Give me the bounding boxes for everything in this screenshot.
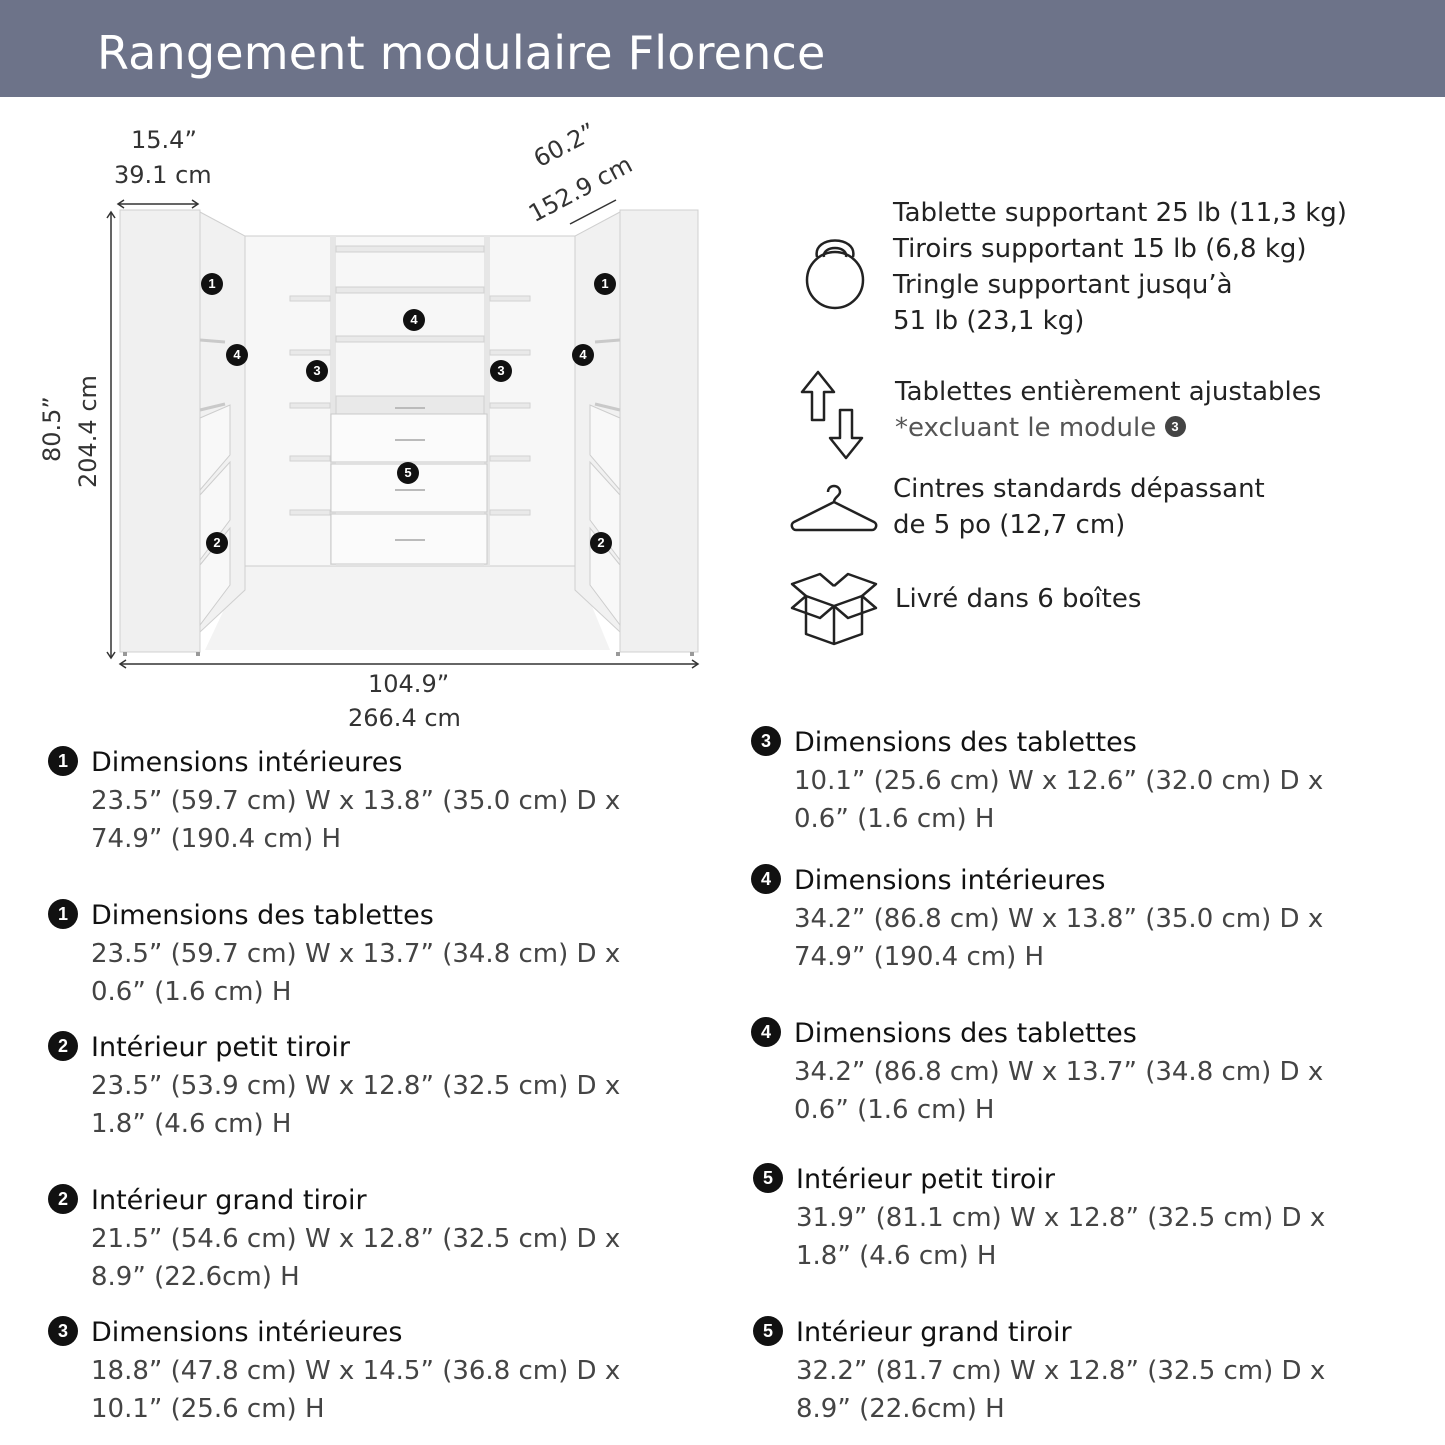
spec-value-line1: 34.2” (86.8 cm) W x 13.7” (34.8 cm) D x <box>794 1057 1324 1087</box>
spec-left-4: 2 Intérieur grand tiroir 21.5” (54.6 cm) … <box>48 1182 620 1296</box>
module-badge-4-center: 4 <box>403 309 425 331</box>
spec-title: Dimensions des tablettes <box>794 727 1137 758</box>
spec-number: 3 <box>48 1315 78 1346</box>
feature-hanger-line2: de 5 po (12,7 cm) <box>893 510 1126 540</box>
module-badge-1-left: 1 <box>201 273 223 295</box>
feature-hanger: Cintres standards dépassant de 5 po (12,… <box>893 471 1265 543</box>
dimension-lines <box>106 199 700 669</box>
feature-weight-line2: Tiroirs supportant 15 lb (6,8 kg) <box>893 234 1307 264</box>
module-badge-2-left: 2 <box>206 532 228 554</box>
feature-adjustable-line1: Tablettes entièrement ajustables <box>895 377 1322 407</box>
feature-adjustable-note-text: *excluant le module <box>895 413 1157 443</box>
spec-value-line2: 1.8” (4.6 cm) H <box>91 1109 292 1139</box>
spec-value-line2: 0.6” (1.6 cm) H <box>794 1095 995 1125</box>
feature-adjustable-note: *excluant le module 3 <box>895 410 1321 446</box>
width-inches: 104.9” <box>368 670 450 698</box>
feature-weight-line4: 51 lb (23,1 kg) <box>893 306 1085 336</box>
spec-title: Dimensions intérieures <box>91 1317 403 1348</box>
wardrobe-diagram <box>106 199 700 669</box>
depth-cm: 39.1 cm <box>114 161 212 189</box>
spec-title: Intérieur petit tiroir <box>796 1164 1056 1195</box>
spec-value-line2: 74.9” (190.4 cm) H <box>794 942 1045 972</box>
spec-number: 3 <box>751 725 781 756</box>
module-badge-5-center: 5 <box>397 462 419 484</box>
module-badge-4-left: 4 <box>226 344 248 366</box>
spec-value-line1: 23.5” (59.7 cm) W x 13.8” (35.0 cm) D x <box>91 786 621 816</box>
spec-right-4: 5 Intérieur petit tiroir 31.9” (81.1 cm) … <box>753 1161 1325 1275</box>
spec-value-line2: 8.9” (22.6cm) H <box>91 1262 300 1292</box>
feature-adjustable: Tablettes entièrement ajustables *exclua… <box>895 374 1321 446</box>
spec-value-line1: 34.2” (86.8 cm) W x 13.8” (35.0 cm) D x <box>794 904 1324 934</box>
feature-weight: Tablette supportant 25 lb (11,3 kg) Tiro… <box>893 195 1347 339</box>
spec-number: 4 <box>751 1016 781 1047</box>
module-badge-1-right: 1 <box>594 273 616 295</box>
module-badge-3-left: 3 <box>306 360 328 382</box>
spec-value-line1: 31.9” (81.1 cm) W x 12.8” (32.5 cm) D x <box>796 1203 1326 1233</box>
spec-title: Intérieur grand tiroir <box>91 1185 367 1216</box>
feature-boxes-line1: Livré dans 6 boîtes <box>895 584 1142 614</box>
spec-title: Dimensions intérieures <box>794 865 1106 896</box>
spec-title: Intérieur petit tiroir <box>91 1032 351 1063</box>
depth-inches: 15.4” <box>131 126 197 154</box>
spec-left-5: 3 Dimensions intérieures 18.8” (47.8 cm) … <box>48 1314 620 1428</box>
spec-value-line2: 10.1” (25.6 cm) H <box>91 1394 325 1424</box>
spec-right-2: 4 Dimensions intérieures 34.2” (86.8 cm) … <box>751 862 1323 976</box>
module-badge-2-right: 2 <box>590 532 612 554</box>
spec-number: 5 <box>753 1315 783 1346</box>
spec-value-line1: 10.1” (25.6 cm) W x 12.6” (32.0 cm) D x <box>794 766 1324 796</box>
box-icon <box>790 572 878 646</box>
spec-title: Dimensions des tablettes <box>794 1018 1137 1049</box>
spec-left-3: 2 Intérieur petit tiroir 23.5” (53.9 cm) … <box>48 1029 620 1143</box>
spec-number: 1 <box>48 898 78 929</box>
spec-right-3: 4 Dimensions des tablettes 34.2” (86.8 cm… <box>751 1015 1323 1129</box>
spec-value-line2: 1.8” (4.6 cm) H <box>796 1241 997 1271</box>
spec-number: 4 <box>751 863 781 894</box>
spec-right-1: 3 Dimensions des tablettes 10.1” (25.6 cm… <box>751 724 1323 838</box>
feature-boxes: Livré dans 6 boîtes <box>895 581 1141 617</box>
spec-right-5: 5 Intérieur grand tiroir 32.2” (81.7 cm) … <box>753 1314 1325 1428</box>
feature-adjustable-note-number: 3 <box>1164 416 1186 437</box>
feature-hanger-line1: Cintres standards dépassant <box>893 474 1265 504</box>
spec-left-2: 1 Dimensions des tablettes 23.5” (59.7 cm… <box>48 897 620 1011</box>
spec-value-line1: 23.5” (59.7 cm) W x 13.7” (34.8 cm) D x <box>91 939 621 969</box>
page-title: Rangement modulaire Florence <box>97 26 826 80</box>
module-badge-4-right: 4 <box>572 344 594 366</box>
spec-number: 2 <box>48 1030 78 1061</box>
spec-left-1: 1 Dimensions intérieures 23.5” (59.7 cm) … <box>48 744 620 858</box>
spec-value-line1: 18.8” (47.8 cm) W x 14.5” (36.8 cm) D x <box>91 1356 621 1386</box>
width-cm: 266.4 cm <box>348 704 461 732</box>
spec-value-line2: 8.9” (22.6cm) H <box>796 1394 1005 1424</box>
feature-weight-line1: Tablette supportant 25 lb (11,3 kg) <box>893 198 1347 228</box>
spec-value-line1: 23.5” (53.9 cm) W x 12.8” (32.5 cm) D x <box>91 1071 621 1101</box>
spec-title: Dimensions intérieures <box>91 747 403 778</box>
spec-title: Dimensions des tablettes <box>91 900 434 931</box>
module-badge-3-right: 3 <box>490 360 512 382</box>
header-bar: Rangement modulaire Florence <box>0 0 1445 97</box>
feature-weight-line3: Tringle supportant jusqu’à <box>893 270 1233 300</box>
spec-value-line2: 0.6” (1.6 cm) H <box>794 804 995 834</box>
spec-number: 1 <box>48 745 78 776</box>
height-cm: 204.4 cm <box>74 375 102 488</box>
spec-value-line2: 0.6” (1.6 cm) H <box>91 977 292 1007</box>
spec-number: 2 <box>48 1183 78 1214</box>
kettlebell-icon <box>805 239 865 310</box>
hanger-icon <box>790 484 878 532</box>
spec-value-line1: 21.5” (54.6 cm) W x 12.8” (32.5 cm) D x <box>91 1224 621 1254</box>
spec-value-line1: 32.2” (81.7 cm) W x 12.8” (32.5 cm) D x <box>796 1356 1326 1386</box>
spec-value-line2: 74.9” (190.4 cm) H <box>91 824 342 854</box>
height-inches: 80.5” <box>38 396 66 462</box>
up-down-arrows-icon <box>800 370 864 460</box>
spec-title: Intérieur grand tiroir <box>796 1317 1072 1348</box>
spec-number: 5 <box>753 1162 783 1193</box>
